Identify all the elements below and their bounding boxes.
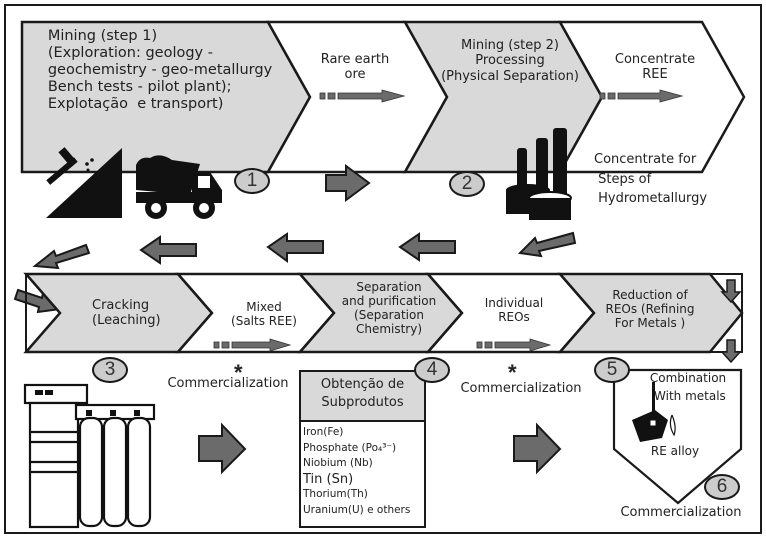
- byproduct-item: Thorium(Th): [303, 488, 368, 501]
- step-mixed-salts-label: Mixed (Salts REE): [231, 300, 297, 329]
- arrow-right-icon: [198, 422, 247, 475]
- combination-label: Combination With metals: [649, 371, 727, 403]
- dotted-arrow-icon: [319, 89, 406, 103]
- step-rare-earth-ore-label: Rare earth ore: [320, 52, 390, 83]
- step-mining-1-label: Mining (step 1) (Exploration: geology - …: [47, 28, 273, 113]
- step-reduction-label: Reduction of REOs (Refining For Metals ): [605, 288, 695, 331]
- commercialization-label-1: Commercialization: [167, 376, 289, 391]
- byproduct-item: Phosphate (Po₄³⁻): [303, 441, 397, 454]
- step-badge-4: 4: [414, 357, 450, 383]
- step-badge-3: 3: [92, 357, 128, 383]
- step-concentrate-ree-label: Concentrate REE: [614, 52, 696, 83]
- commercialization-label-3: Commercialization: [620, 505, 742, 520]
- step-badge-1: 1: [234, 168, 270, 194]
- asterisk-mark: *: [508, 360, 517, 385]
- asterisk-mark: *: [234, 360, 243, 385]
- arrow-left-icon: [398, 232, 456, 262]
- processing-tanks-icon: [506, 128, 572, 220]
- arrow-down-left-icon: [517, 231, 577, 258]
- byproduct-item: Niobium (Nb): [303, 457, 373, 470]
- step-badge-2: 2: [449, 171, 485, 197]
- dump-truck-icon: [136, 155, 222, 219]
- step-mining-2-label: Mining (step 2) Processing (Physical Sep…: [441, 38, 579, 84]
- step-separation-label: Separation and purification (Separation …: [341, 280, 437, 337]
- dotted-arrow-icon: [599, 89, 684, 103]
- commercialization-label-2: Commercialization: [460, 381, 582, 396]
- byproduct-item: Uranium(U) e others: [303, 503, 411, 516]
- dotted-arrow-icon: [476, 338, 552, 352]
- dotted-arrow-icon: [213, 338, 292, 352]
- concentrate-note: Concentrate for Steps of Hydrometallurgy: [594, 152, 708, 206]
- arrow-right-icon: [325, 164, 371, 202]
- byproducts-box: Obtenção de Subprodutos Iron(Fe) Phospha…: [299, 370, 426, 528]
- step-individual-reos-label: Individual REOs: [484, 296, 544, 325]
- byproducts-list: Iron(Fe) Phosphate (Po₄³⁻) Niobium (Nb) …: [301, 422, 424, 519]
- arrow-left-icon: [139, 235, 197, 265]
- crucible-icon: [632, 382, 676, 442]
- arrow-down-icon: [720, 339, 742, 364]
- arrow-right-icon: [513, 422, 562, 475]
- step-badge-6: 6: [704, 474, 740, 500]
- step-cracking-label: Cracking (Leaching): [92, 298, 161, 329]
- re-alloy-label: RE alloy: [650, 444, 700, 458]
- chevron-reduction: [557, 272, 744, 354]
- arrow-left-icon: [266, 232, 324, 263]
- byproduct-item: Tin (Sn): [303, 471, 354, 487]
- step-badge-5: 5: [594, 357, 630, 383]
- byproduct-item: Iron(Fe): [303, 426, 344, 438]
- leaching-equipment-icon: [23, 383, 156, 529]
- byproducts-title: Obtenção de Subprodutos: [301, 372, 424, 422]
- arrow-down-left-icon: [32, 243, 91, 270]
- mining-pickaxe-icon: [46, 147, 122, 218]
- arrow-down-icon: [720, 279, 742, 304]
